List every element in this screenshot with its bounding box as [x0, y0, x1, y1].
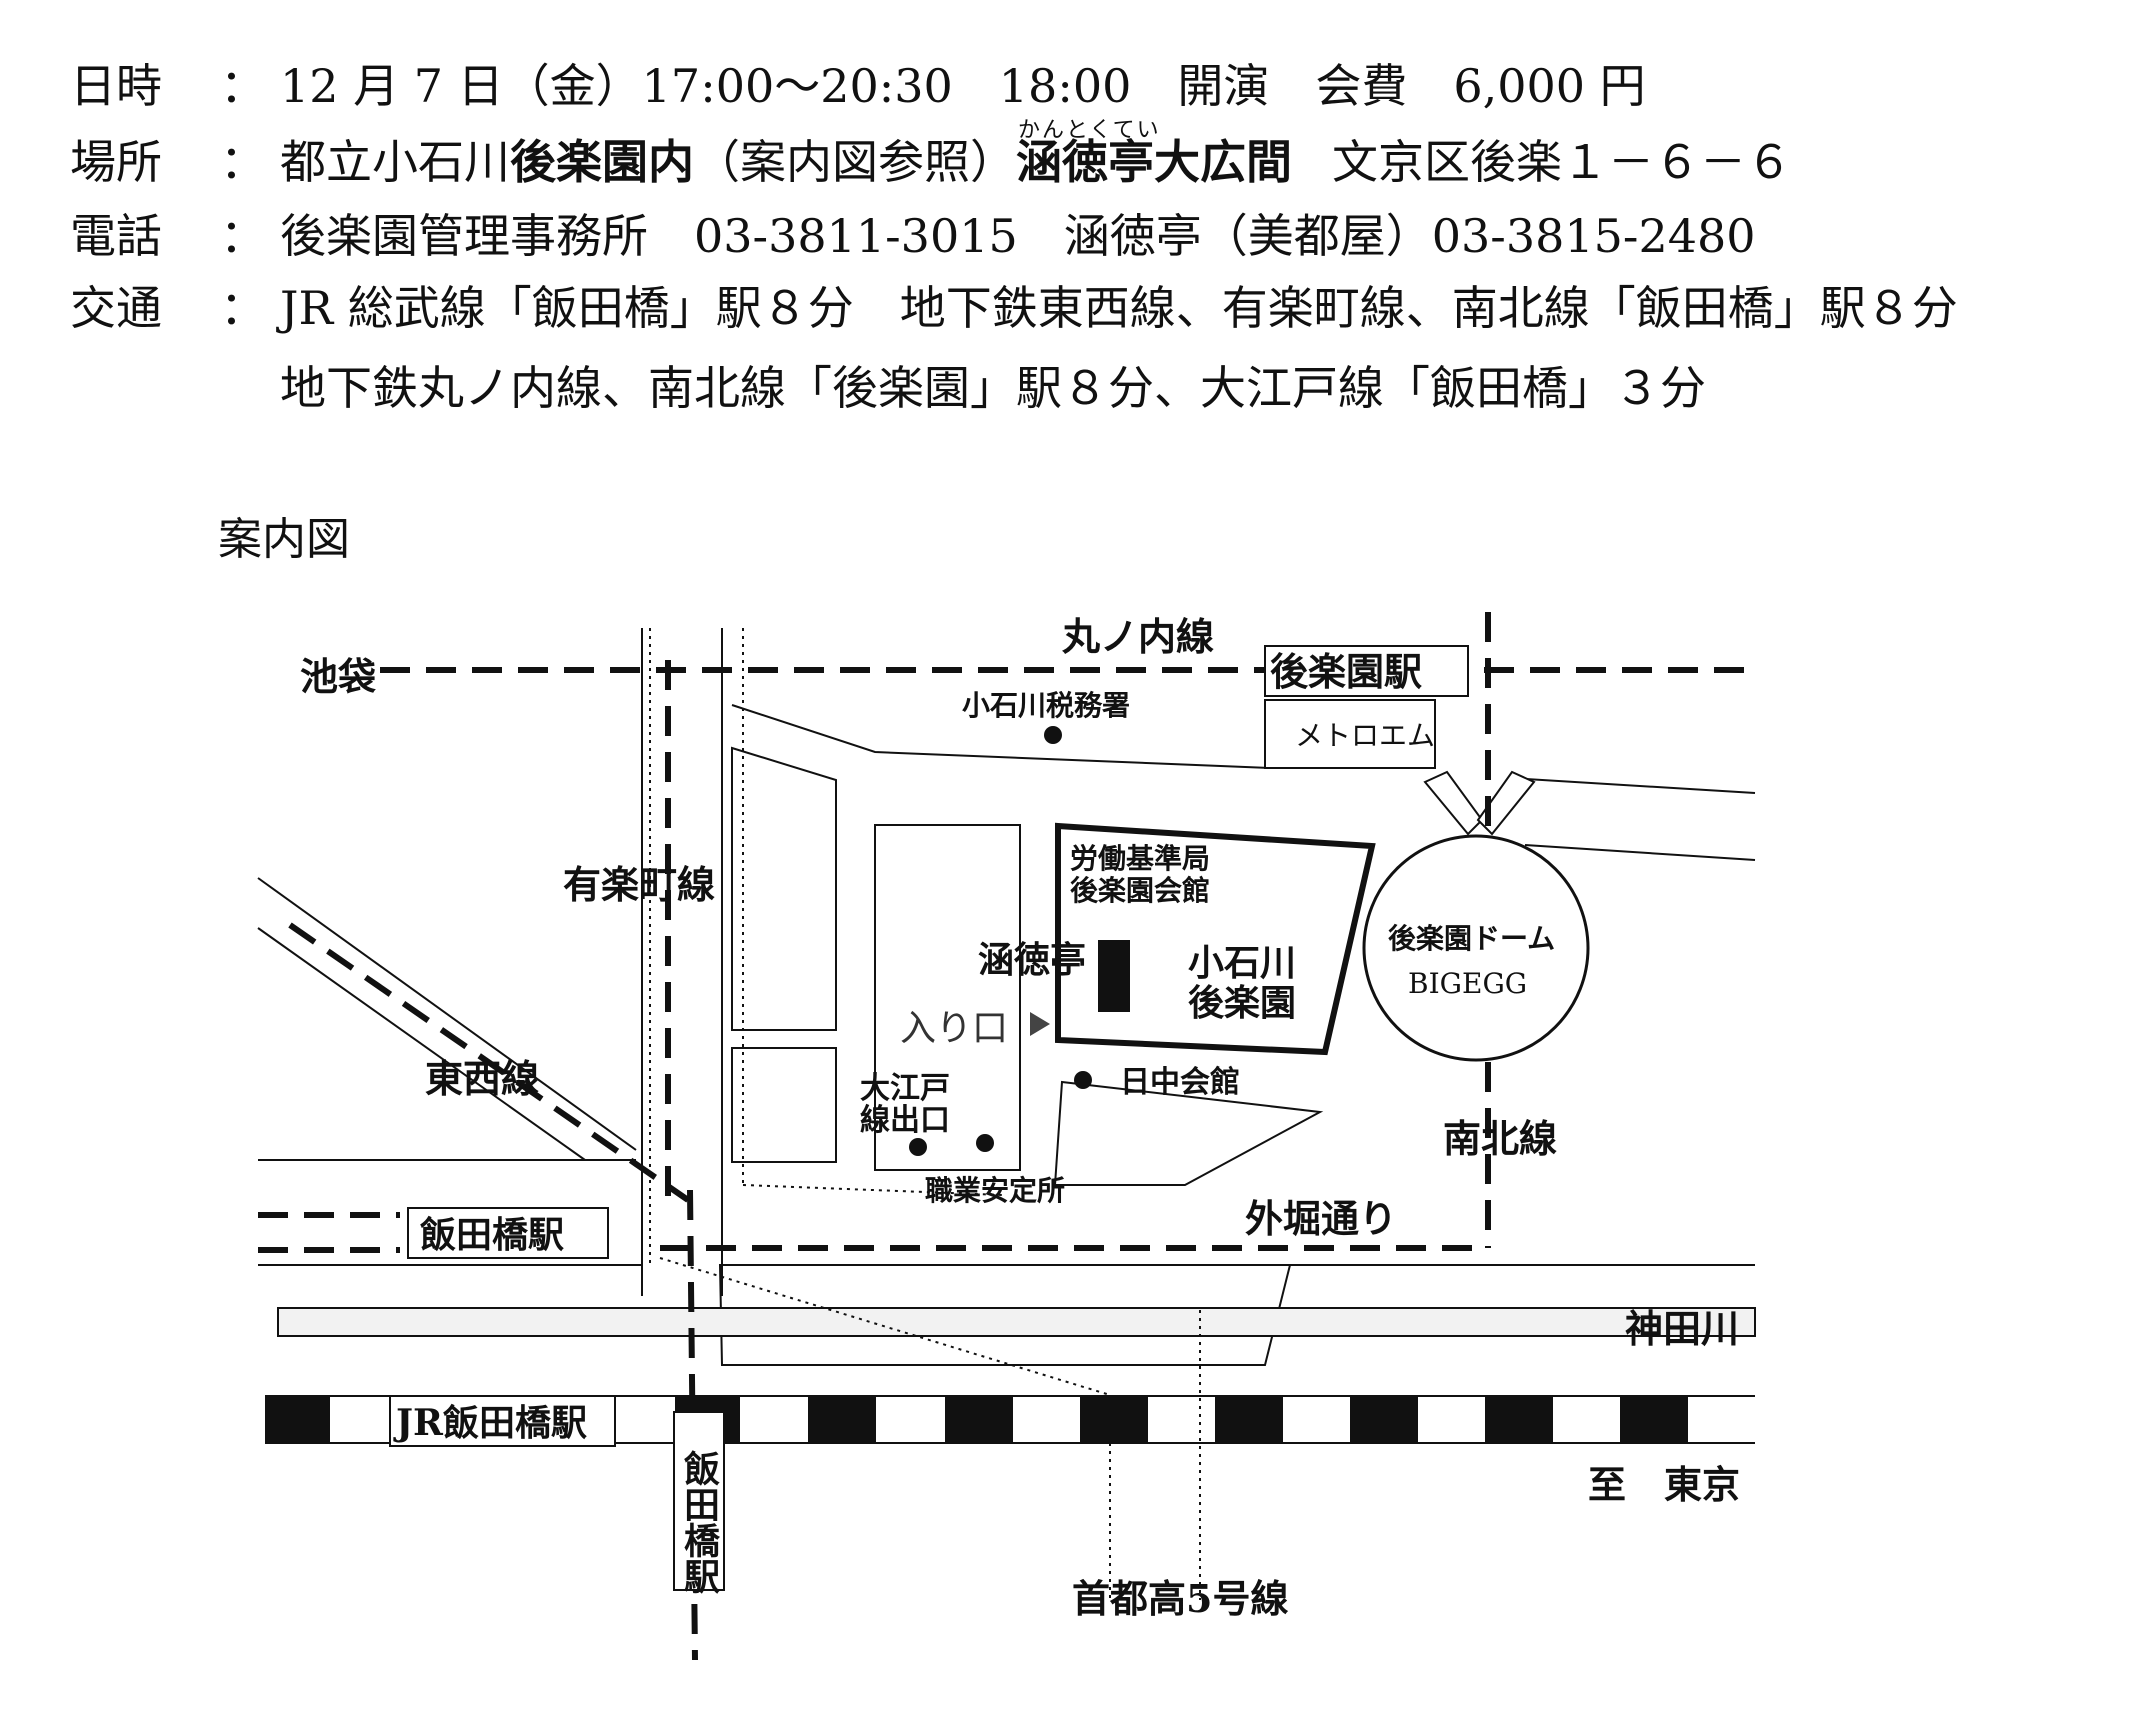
date-line: 日時 ： 12 月 7 日（金）17:00～20:30 18:00 開演 会費 6,…: [70, 58, 1646, 114]
oedo-exit-label-1: 大江戸: [860, 1071, 950, 1106]
access-key: 交通: [70, 281, 162, 335]
access-value-2: 地下鉄丸ノ内線、南北線「後楽園」駅８分、大江戸線「飯田橋」３分: [280, 361, 1706, 415]
road-line: [1509, 777, 1756, 794]
road-line: [257, 877, 637, 1151]
garden-label-1: 小石川: [1188, 942, 1296, 984]
iidabashi-station-box: [407, 1207, 609, 1259]
korakuen-station-label: 後楽園駅: [1270, 649, 1422, 694]
place-note: （案内図参照）: [694, 135, 1016, 189]
separator: ：: [220, 59, 266, 113]
phone-key: 電話: [70, 209, 162, 263]
entrance-arrow: [1030, 1012, 1050, 1036]
dome-stairs: [1423, 770, 1484, 836]
place-address: 文京区後楽１－６－６: [1332, 135, 1792, 189]
access-value-1: JR 総武線「飯田橋」駅８分 地下鉄東西線、有楽町線、南北線「飯田橋」駅８分: [280, 281, 1958, 335]
road-line: [1524, 844, 1756, 861]
jr-iidabashi-box: [389, 1395, 616, 1447]
block: [874, 824, 1021, 1171]
access-line-2: 地下鉄丸ノ内線、南北線「後楽園」駅８分、大江戸線「飯田橋」３分: [220, 360, 1706, 416]
tax-office-label: 小石川税務署: [962, 689, 1130, 722]
dome-stairs: [1476, 770, 1536, 836]
entrance-label: 入り口: [900, 1008, 1008, 1049]
access-line: 交通 ： JR 総武線「飯田橋」駅８分 地下鉄東西線、有楽町線、南北線「飯田橋」駅８…: [70, 280, 1958, 336]
yurakucho-label: 有楽町線: [563, 862, 715, 907]
map-caption: 案内図: [218, 514, 350, 565]
metroem-label: メトロエム: [1295, 719, 1435, 752]
kantokutei-building: [1098, 940, 1130, 1012]
sotobori-label: 外堀通り: [1245, 1196, 1397, 1241]
kanda-river-label: 神田川: [1625, 1306, 1739, 1351]
road-line: [257, 927, 586, 1161]
date-key: 日時: [70, 59, 162, 113]
tozai-label: 東西線: [425, 1056, 539, 1101]
garden-label-2: 後楽園: [1188, 982, 1296, 1024]
jr-iidabashi-label: JR飯田橋駅: [393, 1402, 587, 1444]
korakuen-station-box: [1264, 645, 1469, 697]
place-hall: 涵徳亭大広間: [1016, 135, 1292, 189]
nicchu-label: 日中会館: [1120, 1065, 1240, 1100]
labor-label-2: 後楽園会館: [1070, 874, 1210, 907]
separator: ：: [220, 209, 266, 263]
marunouchi-label: 丸ノ内線: [1061, 614, 1214, 659]
block: [1053, 1080, 1324, 1186]
oedo-exit-label-2: 線出口: [860, 1103, 950, 1138]
block: [731, 1047, 837, 1163]
iidabashi-vertical-label: 飯田橋駅: [678, 1450, 720, 1595]
iidabashi-vertical-box: [673, 1411, 725, 1591]
oedo-exit-marker: [909, 1138, 927, 1156]
tokyo-dome: [1362, 834, 1590, 1062]
place-line: 場所 ： 都立小石川後楽園内（案内図参照）涵徳亭大広間文京区後楽１－６－６: [70, 134, 1792, 190]
phone-value: 後楽園管理事務所 03-3811-3015 涵徳亭（美都屋）03-3815-24…: [280, 209, 1756, 263]
phone-line: 電話 ： 後楽園管理事務所 03-3811-3015 涵徳亭（美都屋）03-3815…: [70, 208, 1756, 264]
tozai-line: [288, 922, 690, 1203]
kantokutei-label: 涵徳亭: [978, 939, 1086, 981]
nanboku-label: 南北線: [1443, 1116, 1557, 1161]
dotted-path: [742, 1184, 1003, 1196]
to-tokyo-label: 至 東京: [1588, 1462, 1740, 1507]
shuto5-label: 首都高5号線: [1072, 1576, 1288, 1621]
road-line: [731, 704, 1271, 769]
separator: ：: [220, 281, 266, 335]
labor-label-1: 労働基準局: [1070, 842, 1210, 875]
tax-office-marker: [1044, 726, 1062, 744]
separator: ：: [220, 135, 266, 189]
koishikawa-korakuen-boundary: [1055, 822, 1376, 1056]
date-value: 12 月 7 日（金）17:00～20:30 18:00 開演 会費 6,000…: [280, 59, 1646, 113]
dome-label-2: BIGEGG: [1408, 967, 1527, 1000]
dome-label-1: 後楽園ドーム: [1388, 922, 1555, 955]
metroem-box: [1264, 699, 1436, 769]
nicchu-marker: [1074, 1071, 1092, 1089]
place-garden: 後楽園内: [510, 135, 694, 189]
ikebukuro-label: 池袋: [300, 654, 376, 699]
oedo-exit-marker: [976, 1134, 994, 1152]
place-pre: 都立小石川: [280, 135, 510, 189]
block: [731, 746, 837, 1031]
place-key: 場所: [70, 135, 162, 189]
kanda-river: [277, 1307, 1756, 1337]
hello-work-label: 職業安定所: [925, 1174, 1065, 1207]
kantokutei-ruby: かんとくてい: [1018, 118, 1161, 143]
iidabashi-station-label: 飯田橋駅: [420, 1214, 564, 1256]
